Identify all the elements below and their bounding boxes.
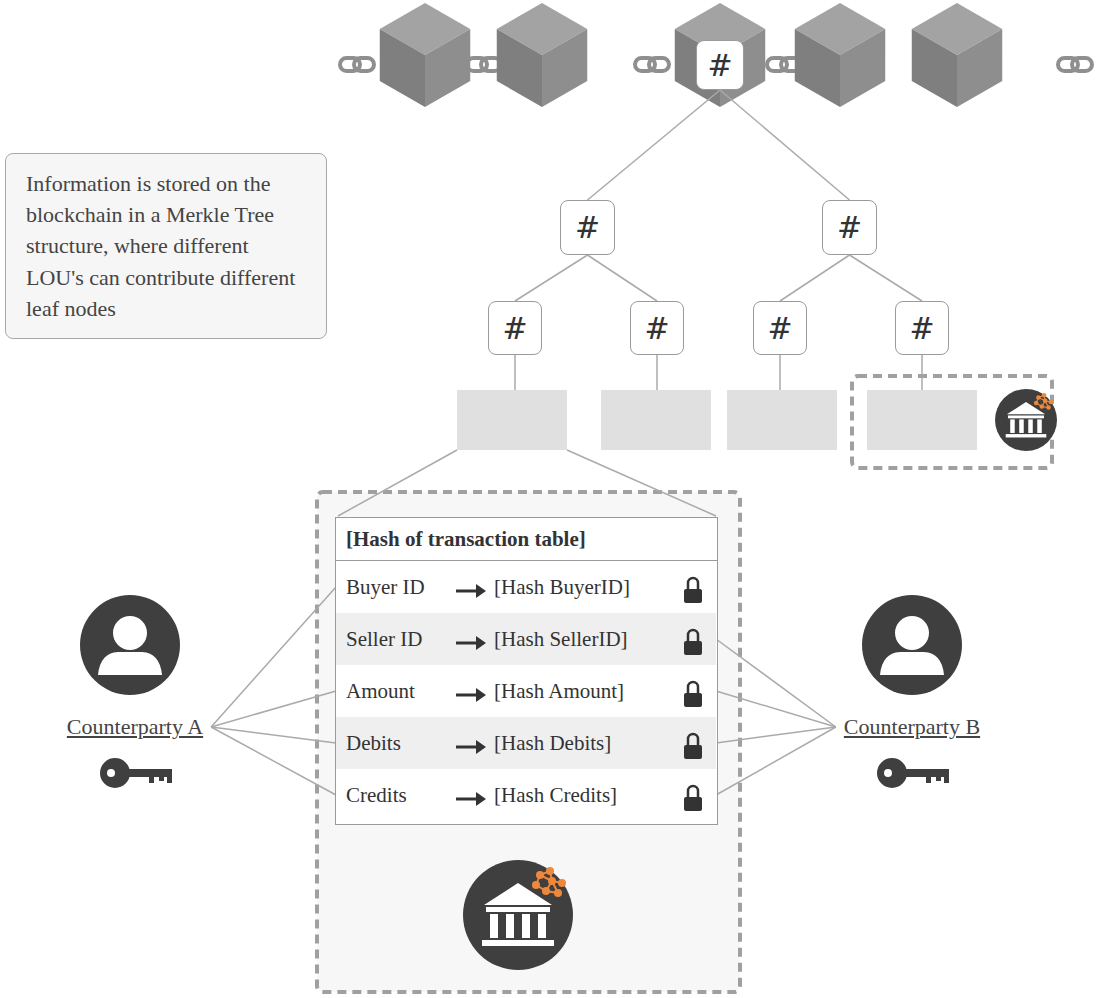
node-text: Debits — [346, 717, 401, 769]
connector-line — [588, 255, 658, 301]
chain-link — [635, 58, 669, 71]
hash-box: # — [630, 301, 684, 355]
blockchain — [340, 3, 1092, 107]
node-text: Buyer ID — [346, 561, 425, 613]
connector-line — [211, 727, 336, 795]
table-row: Debits [Hash Debits] — [336, 717, 716, 769]
key-icon — [100, 758, 172, 788]
key-icon — [877, 758, 949, 788]
leaf-blocks — [457, 390, 977, 450]
node-text: Amount — [346, 665, 415, 717]
node-text: [Hash Amount] — [494, 665, 624, 717]
node-text: # — [707, 48, 732, 83]
hash-box: # — [822, 200, 877, 255]
counterparty-label: Counterparty A — [61, 712, 209, 742]
leaf-lines — [515, 93, 922, 390]
hash-box: # — [753, 301, 807, 355]
hash-box: # — [895, 301, 949, 355]
connector-line — [716, 727, 836, 743]
node-text: # — [767, 311, 792, 346]
connector-line — [720, 90, 850, 200]
node-text: # — [502, 311, 527, 346]
block-cube — [675, 3, 765, 107]
node-text: # — [644, 311, 669, 346]
node-text: Seller ID — [346, 613, 422, 665]
connector-line — [211, 691, 336, 727]
block-cube — [497, 3, 587, 107]
connector-line — [716, 691, 836, 727]
node-text: Credits — [346, 769, 407, 821]
node-text: [Hash of transaction table] — [336, 518, 717, 561]
node-text: [Hash Credits] — [494, 769, 617, 821]
connector-line — [850, 255, 923, 301]
connector-line — [780, 255, 850, 301]
note-box: Information is stored on the blockchain … — [5, 153, 327, 339]
block-cube — [912, 3, 1002, 107]
chain-link — [1058, 58, 1092, 71]
connector-line — [211, 587, 336, 727]
node-text: [Hash BuyerID] — [494, 561, 630, 613]
node-text: Counterparty A — [67, 714, 203, 739]
node-text: Counterparty B — [844, 714, 980, 739]
chain-link — [340, 58, 374, 71]
node-text: Information is stored on the blockchain … — [26, 171, 295, 321]
table-row: Credits [Hash Credits] — [336, 769, 716, 821]
connector-line — [716, 639, 836, 727]
icons — [80, 389, 1057, 970]
block-cube — [795, 3, 885, 107]
chain-link — [467, 58, 501, 71]
counterparty-label: Counterparty B — [838, 712, 986, 742]
hash-box: # — [488, 301, 542, 355]
connector-line — [588, 90, 721, 200]
connector-line — [211, 727, 336, 743]
connector-line — [515, 255, 588, 301]
person-icon — [80, 595, 180, 695]
dashed-region — [317, 492, 740, 992]
node-text: # — [909, 311, 934, 346]
hash-box: # — [696, 40, 744, 90]
person-icon — [862, 595, 962, 695]
hash-box: # — [560, 200, 615, 255]
table-row: Seller ID [Hash SellerID] — [336, 613, 716, 665]
node-text: [Hash SellerID] — [494, 613, 628, 665]
table-row: Buyer ID [Hash BuyerID] — [336, 561, 716, 613]
transaction-table: [Hash of transaction table]Buyer ID [Hash… — [335, 517, 718, 825]
connector-line — [716, 727, 836, 795]
node-text: # — [575, 210, 600, 245]
zoom-lines — [338, 450, 716, 516]
bank-icon — [995, 389, 1057, 451]
node-text: # — [837, 210, 862, 245]
block-cube — [380, 3, 470, 107]
bank-icon — [463, 860, 573, 970]
node-text: [Hash Debits] — [494, 717, 611, 769]
table-row: Amount [Hash Amount] — [336, 665, 716, 717]
